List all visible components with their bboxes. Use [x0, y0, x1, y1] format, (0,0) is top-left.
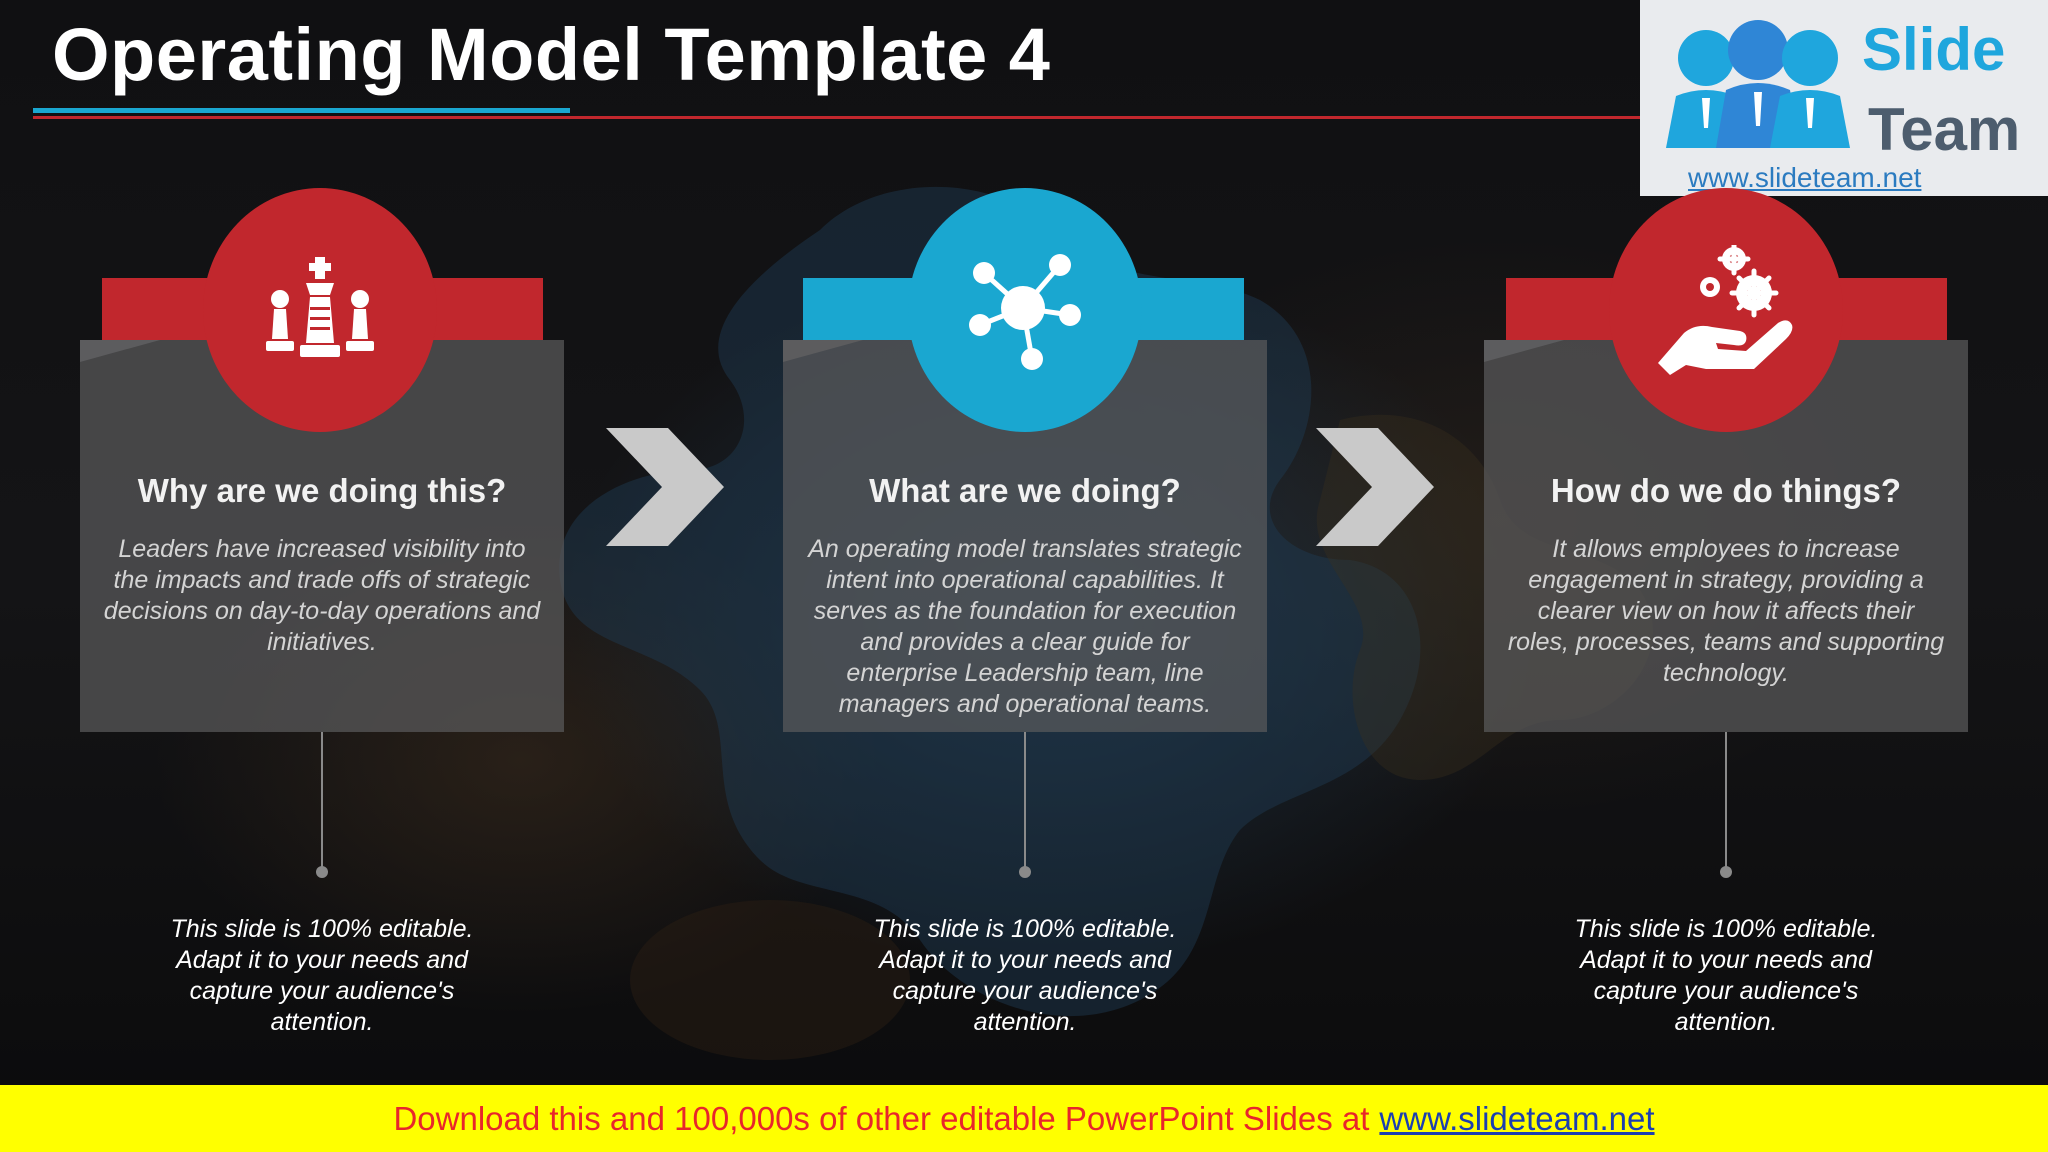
network-hub-icon	[969, 254, 1081, 370]
banner-text: Download this and 100,000s of other edit…	[393, 1099, 1370, 1137]
column-1-body: Leaders have increased visibility into t…	[103, 535, 541, 656]
logo-url-link[interactable]: www.slideteam.net	[1688, 162, 1922, 193]
chess-pieces-icon	[266, 257, 374, 357]
column-3-connector	[1725, 732, 1727, 872]
column-1-connector	[321, 732, 323, 872]
slide-title: Operating Model Template 4	[52, 13, 1051, 96]
chevron-right-icon	[606, 428, 724, 546]
title-underline-blue	[33, 108, 570, 113]
logo-word-slide: Slide	[1862, 16, 2006, 83]
title-underline-red	[33, 116, 1643, 119]
column-2-icon-circle	[908, 188, 1142, 432]
slideteam-logo[interactable]: Slide Team www.slideteam.net	[1640, 0, 2048, 196]
column-1-heading: Why are we doing this?	[137, 472, 507, 509]
logo-word-team: Team	[1868, 96, 2021, 163]
column-2-note: This slide is 100% editable. Adapt it to…	[873, 915, 1177, 1036]
chevron-right-icon	[1316, 428, 1434, 546]
banner-link[interactable]: www.slideteam.net	[1379, 1099, 1655, 1137]
column-1-connector-dot	[316, 866, 328, 878]
column-3-notch-left	[1484, 340, 1564, 362]
column-3-body: It allows employees to increase engageme…	[1507, 535, 1945, 687]
column-3-heading: How do we do things?	[1550, 472, 1902, 509]
column-1-note: This slide is 100% editable. Adapt it to…	[170, 915, 474, 1036]
column-3-connector-dot	[1720, 866, 1732, 878]
column-2-body: An operating model translates strategic …	[808, 535, 1242, 718]
column-3-note: This slide is 100% editable. Adapt it to…	[1574, 915, 1878, 1036]
column-2-connector	[1024, 732, 1026, 872]
column-1-icon-circle	[203, 188, 437, 432]
hand-gears-icon	[1658, 245, 1793, 375]
people-group-icon	[1666, 20, 1850, 148]
column-2-notch-left	[783, 340, 863, 362]
column-2-connector-dot	[1019, 866, 1031, 878]
column-1-notch-left	[80, 340, 160, 362]
download-banner: Download this and 100,000s of other edit…	[0, 1085, 2048, 1152]
column-2-heading: What are we doing?	[869, 472, 1181, 509]
column-3-icon-circle	[1609, 188, 1843, 432]
